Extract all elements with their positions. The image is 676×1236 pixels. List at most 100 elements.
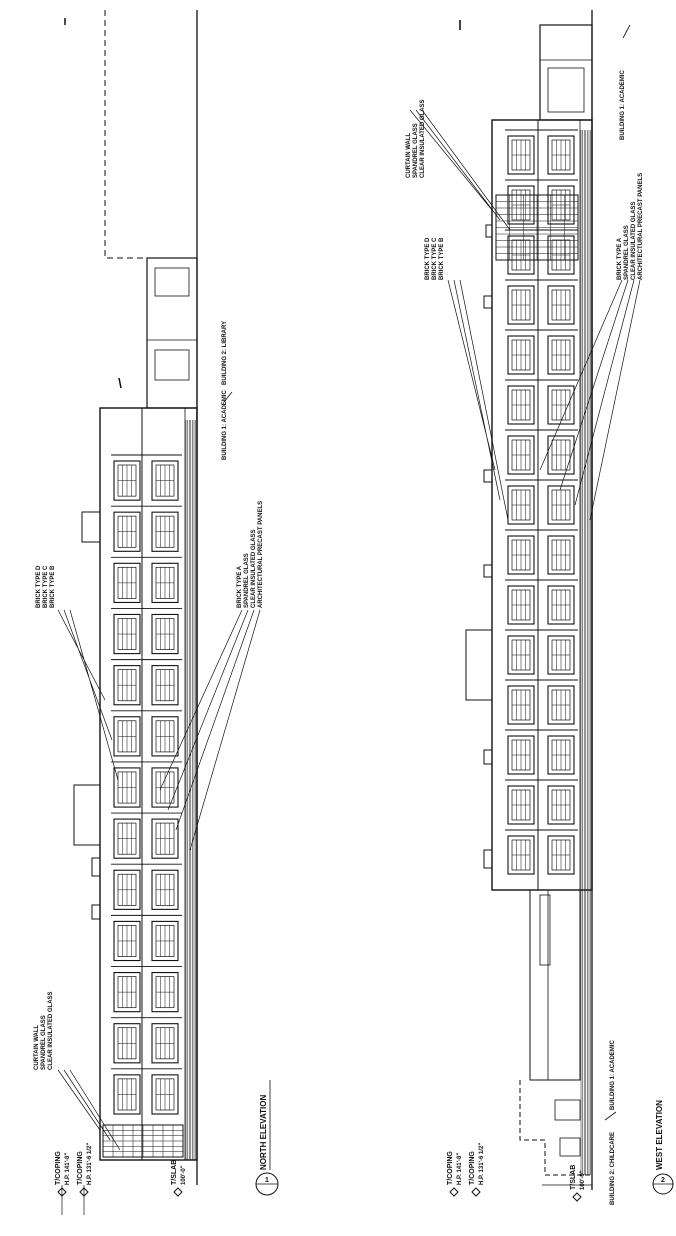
window-frame: [151, 562, 179, 604]
window-frame: [113, 511, 141, 552]
west-level-value-1: H.P. 141'-8": [457, 1153, 463, 1185]
west-note-clear-insulated-glass: CLEAR INSULATED GLASS: [631, 201, 637, 280]
level-t-coping-1: T/COPING: [55, 1151, 62, 1185]
note-brick-type-c: BRICK TYPE C: [43, 565, 49, 608]
window-frame: [547, 535, 575, 575]
north-window-bays: [111, 454, 182, 1115]
west-drawing-number: 2: [661, 1177, 665, 1184]
window-frame: [507, 835, 535, 875]
window-frame: [507, 535, 535, 575]
window-frame: [113, 1023, 141, 1064]
building-2-label: BUILDING 2: LIBRARY: [222, 321, 228, 385]
window-frame: [507, 685, 535, 725]
north-drawing-number: 1: [265, 1177, 269, 1184]
window-frame: [507, 335, 535, 375]
level-value-3: 100'-0": [181, 1165, 187, 1185]
west-level-t-coping-2: T/COPING: [469, 1151, 476, 1185]
west-note-brick-type-d: BRICK TYPE D: [425, 237, 431, 280]
west-elevation: [459, 10, 593, 1190]
window-frame: [507, 435, 535, 475]
window-frame: [547, 285, 575, 325]
west-notes: BRICK TYPE D BRICK TYPE C BRICK TYPE B B…: [406, 24, 644, 1205]
window-frame: [151, 971, 179, 1013]
window-frame: [547, 385, 575, 425]
window-frame: [113, 971, 141, 1013]
window-frame: [507, 585, 535, 625]
west-note-brick-type-b: BRICK TYPE B: [439, 237, 445, 280]
level-t-coping-2: T/COPING: [77, 1151, 84, 1185]
window-frame: [113, 869, 141, 910]
west-title-block: 2 WEST ELEVATION: [652, 1100, 674, 1195]
west-note-spandrel-glass: SPANDREL GLASS: [624, 225, 630, 280]
north-elevation-title: NORTH ELEVATION: [259, 1095, 268, 1170]
childcare-wing: [529, 889, 581, 1081]
window-frame: [507, 485, 535, 525]
level-t-slab: T/SLAB: [171, 1160, 178, 1185]
window-frame: [547, 635, 575, 675]
window-frame: [151, 1074, 179, 1115]
note-spandrel-glass: SPANDREL GLASS: [41, 1015, 47, 1070]
level-value-2: H.P. 131'-6 1/2": [87, 1143, 93, 1185]
window-frame: [507, 735, 535, 775]
west-building-academic-top: BUILDING 1: ACADEMIC: [620, 70, 626, 140]
west-building-1-academic-label: BUILDING 1: ACADEMIC: [610, 1040, 616, 1110]
north-level-markers: T/COPING H.P. 141'-8" T/COPING H.P. 131'…: [55, 1143, 187, 1215]
window-frame: [547, 585, 575, 625]
window-frame: [507, 635, 535, 675]
north-building-outline: [99, 407, 198, 1161]
north-elevation: [64, 10, 198, 1185]
window-frame: [113, 818, 141, 859]
window-frame: [547, 735, 575, 775]
window-frame: [113, 460, 141, 501]
note-precast-panels: ARCHITECTURAL PRECAST PANELS: [258, 501, 264, 608]
building-2-childcare-label: BUILDING 2: CHILDCARE: [610, 1132, 616, 1205]
north-dashed-outline: [104, 10, 152, 259]
west-level-t-slab: T/SLAB: [570, 1165, 577, 1190]
window-frame: [151, 716, 179, 757]
window-frame: [547, 435, 575, 475]
window-frame: [547, 335, 575, 375]
window-frame: [547, 835, 575, 875]
note-spandrel-glass-2: SPANDREL GLASS: [244, 553, 250, 608]
west-note-precast-panels: ARCHITECTURAL PRECAST PANELS: [638, 173, 644, 280]
window-frame: [507, 385, 535, 425]
west-level-markers: T/COPING H.P. 141'-8" T/COPING H.P. 131'…: [447, 1143, 586, 1202]
west-elevation-title: WEST ELEVATION: [655, 1100, 664, 1170]
west-curtain-wall: [495, 194, 579, 261]
note-clear-insulated-glass-2: CLEAR INSULATED GLASS: [251, 529, 257, 608]
window-frame: [151, 665, 179, 706]
west-note-brick-type-c: BRICK TYPE C: [432, 237, 438, 280]
window-frame: [151, 818, 179, 859]
west-building-outline: [491, 119, 593, 891]
west-level-value-2: H.P. 131'-6 1/2": [479, 1143, 485, 1185]
west-leaders: [409, 109, 641, 521]
note-brick-type-d: BRICK TYPE D: [36, 565, 42, 608]
west-window-bays: [505, 129, 578, 875]
note-brick-type-a: BRICK TYPE A: [237, 565, 243, 608]
window-frame: [151, 869, 179, 910]
north-leaders: [57, 609, 261, 1151]
window-frame: [547, 235, 575, 275]
window-frame: [151, 767, 179, 808]
window-frame: [113, 613, 141, 655]
west-note-curtain-wall: CURTAIN WALL: [406, 132, 412, 178]
level-value-1: H.P. 141'-8": [65, 1153, 71, 1185]
west-level-t-coping-1: T/COPING: [447, 1151, 454, 1185]
window-frame: [547, 135, 575, 175]
window-frame: [151, 613, 179, 655]
note-curtain-wall: CURTAIN WALL: [34, 1024, 40, 1070]
window-frame: [113, 920, 141, 962]
window-frame: [507, 185, 535, 225]
west-level-value-3: 100'-0": [580, 1170, 586, 1190]
west-note-spandrel-glass-top: SPANDREL GLASS: [413, 123, 419, 178]
north-curtain-wall: [102, 1124, 184, 1158]
north-base-hatch: [185, 420, 196, 1160]
window-frame: [547, 685, 575, 725]
window-frame: [113, 665, 141, 706]
building-1-label: BUILDING 1: ACADEMIC: [222, 390, 228, 460]
west-note-clear-insulated-glass-top: CLEAR INSULATED GLASS: [420, 99, 426, 178]
north-title-block: 1 NORTH ELEVATION: [255, 1080, 279, 1196]
window-frame: [507, 285, 535, 325]
note-brick-type-b: BRICK TYPE B: [50, 565, 56, 608]
